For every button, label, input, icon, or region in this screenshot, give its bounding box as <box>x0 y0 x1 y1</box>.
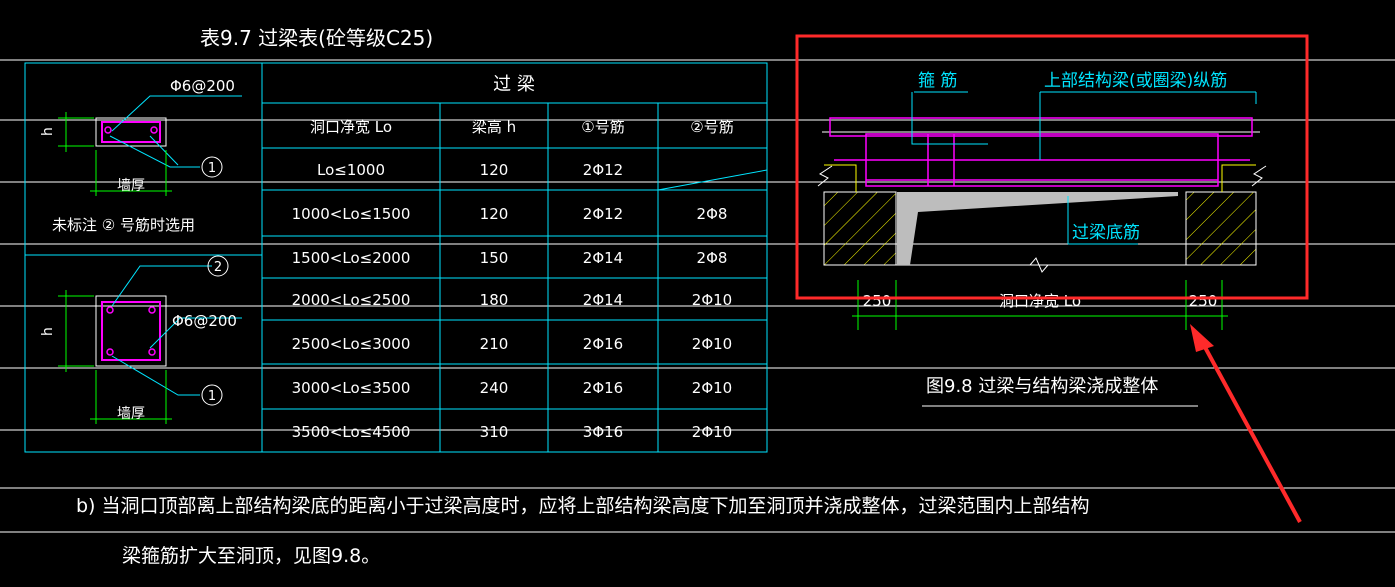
red-arrow <box>1190 324 1302 523</box>
bottom-bar1-marker <box>201 384 223 406</box>
stirrup-label: 箍 筋 <box>918 71 957 91</box>
bottom-beam-section <box>95 295 167 367</box>
bottom-bar2-marker <box>207 255 229 277</box>
section-detail-bottom: 2 Φ6@200 1 h 墙厚 <box>40 255 242 424</box>
paragraph-line-1: b) 当洞口顶部离上部结构梁底的距离小于过梁高度时，应将上部结构梁高度下加至洞顶… <box>76 495 1090 517</box>
row-3-bar1: 2Φ14 <box>583 249 623 267</box>
top-bar1-marker <box>201 156 223 178</box>
concrete-wedge <box>897 192 1178 265</box>
row-2-bar2: 2Φ8 <box>697 205 728 223</box>
row-1-bar1: 2Φ12 <box>583 161 623 179</box>
row-5-width: 2500<Lo≤3000 <box>292 335 411 353</box>
row-5-bar1: 2Φ16 <box>583 335 623 353</box>
lintel-bottom-label: 过梁底筋 <box>1072 223 1140 243</box>
bottom-bar1-number: 1 <box>208 389 216 404</box>
guide-lines <box>0 59 1395 533</box>
row-6-height: 240 <box>480 379 509 397</box>
dim-left: 250 <box>863 292 892 310</box>
row-4-height: 180 <box>480 291 509 309</box>
row-3-width: 1500<Lo≤2000 <box>292 249 411 267</box>
bottom-wall-label: 墙厚 <box>117 406 145 422</box>
row-5-bar2: 2Φ10 <box>692 335 732 353</box>
paragraph-line-2: 梁箍筋扩大至洞顶，见图9.8。 <box>122 545 380 567</box>
row-2-height: 120 <box>480 205 509 223</box>
row-6-bar1: 2Φ16 <box>583 379 623 397</box>
row-4-width: 2000<Lo≤2500 <box>292 291 411 309</box>
col-header-width: 洞口净宽 Lo <box>310 118 392 136</box>
top-stirrup-label: Φ6@200 <box>170 77 235 95</box>
top-stirrup <box>101 121 161 143</box>
beam-cage <box>829 117 1253 137</box>
col-header-bar1: ①号筋 <box>581 118 624 136</box>
row-4-bar1: 2Φ14 <box>583 291 623 309</box>
row-3-height: 150 <box>480 249 509 267</box>
section-note: 未标注 ② 号筋时选用 <box>52 216 195 234</box>
left-wall <box>823 191 897 266</box>
figure-caption: 图9.8 过梁与结构梁浇成整体 <box>926 376 1158 397</box>
bottom-stirrup-label: Φ6@200 <box>172 312 237 330</box>
table-header-main: 过 梁 <box>493 74 535 95</box>
row-6-bar2: 2Φ10 <box>692 379 732 397</box>
row-7-bar1: 3Φ16 <box>583 423 623 441</box>
row-2-bar1: 2Φ12 <box>583 205 623 223</box>
dim-opening: 洞口净宽 Lo <box>999 292 1081 310</box>
row-3-bar2: 2Φ8 <box>697 249 728 267</box>
row-7-bar2: 2Φ10 <box>692 423 732 441</box>
row-6-width: 3000<Lo≤3500 <box>292 379 411 397</box>
row-7-width: 3500<Lo≤4500 <box>292 423 411 441</box>
col-header-height: 梁高 h <box>472 118 516 136</box>
bottom-stirrup <box>101 301 161 361</box>
bottom-h-label: h <box>40 327 56 336</box>
col-header-bar2: ②号筋 <box>690 118 733 136</box>
lintel-table <box>24 62 768 453</box>
section-detail-top: Φ6@200 1 h 墙厚 未标注 ② 号筋时选用 <box>40 77 242 234</box>
row-7-height: 310 <box>480 423 509 441</box>
top-beam-section <box>95 117 167 147</box>
row-5-height: 210 <box>480 335 509 353</box>
table-title: 表9.7 过梁表(砼等级C25) <box>200 26 433 50</box>
bottom-bar2-number: 2 <box>214 260 222 275</box>
table-rows: Lo≤1000 120 2Φ12 1000<Lo≤1500 120 2Φ12 2… <box>292 161 733 441</box>
dim-right: 250 <box>1189 292 1218 310</box>
row-2-width: 1000<Lo≤1500 <box>292 205 411 223</box>
right-wall <box>1185 191 1257 266</box>
row-4-bar2: 2Φ10 <box>692 291 732 309</box>
figure-9-8: 箍 筋 上部结构梁(或圈梁)纵筋 过梁底筋 250 洞口净宽 Lo 250 图9… <box>817 71 1267 407</box>
row-1-height: 120 <box>480 161 509 179</box>
upper-beam-label: 上部结构梁(或圈梁)纵筋 <box>1044 71 1227 91</box>
top-bar1-number: 1 <box>208 161 216 176</box>
red-highlight-box <box>795 34 1309 300</box>
top-wall-label: 墙厚 <box>117 178 145 194</box>
top-h-label: h <box>40 127 56 136</box>
row-1-width: Lo≤1000 <box>317 161 385 179</box>
